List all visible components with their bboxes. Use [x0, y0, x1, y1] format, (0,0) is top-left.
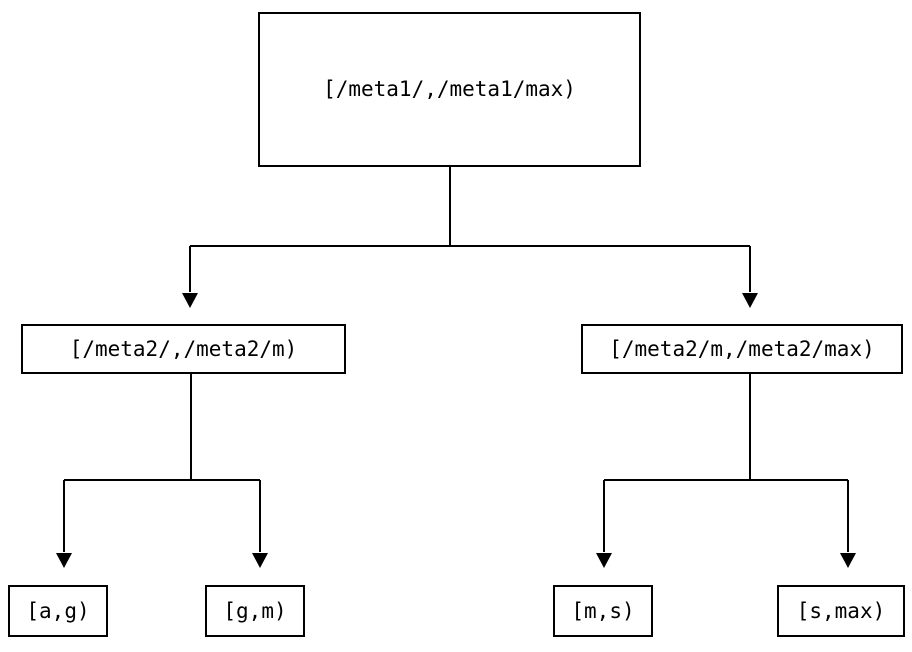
arrowhead-mid-left	[182, 293, 198, 308]
node-leaf-s-max[interactable]: [s,max)	[777, 585, 905, 637]
node-leaf-m-s-label: [m,s)	[571, 598, 635, 623]
edge-midleft-ag	[63, 374, 260, 552]
edge-midright-ms	[603, 374, 848, 552]
node-mid-left[interactable]: [/meta2/,/meta2/m)	[21, 324, 346, 374]
node-leaf-a-g-label: [a,g)	[26, 598, 90, 623]
node-root[interactable]: [/meta1/,/meta1/max)	[258, 12, 641, 167]
node-leaf-s-max-label: [s,max)	[796, 598, 886, 623]
node-mid-right-label: [/meta2/m,/meta2/max)	[609, 336, 875, 361]
arrowhead-leaf-s-max	[840, 553, 856, 568]
arrowhead-leaf-m-s	[596, 553, 612, 568]
node-mid-right[interactable]: [/meta2/m,/meta2/max)	[581, 324, 903, 374]
arrowhead-mid-right	[742, 293, 758, 308]
node-leaf-g-m-label: [g,m)	[223, 598, 287, 623]
node-leaf-a-g[interactable]: [a,g)	[8, 585, 108, 637]
arrowhead-leaf-a-g	[56, 553, 72, 568]
node-root-label: [/meta1/,/meta1/max)	[323, 77, 576, 101]
node-leaf-m-s[interactable]: [m,s)	[553, 585, 653, 637]
node-mid-left-label: [/meta2/,/meta2/m)	[69, 336, 298, 361]
node-leaf-g-m[interactable]: [g,m)	[205, 585, 305, 637]
edge-root-mid-left	[189, 167, 750, 292]
arrowhead-leaf-g-m	[252, 553, 268, 568]
